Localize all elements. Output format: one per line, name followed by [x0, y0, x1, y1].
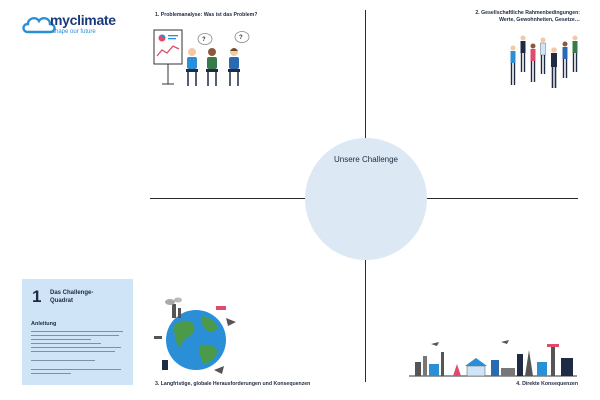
panel-text-line: [31, 360, 95, 362]
panel-text-line: [31, 373, 71, 375]
myclimate-logo: [20, 10, 140, 40]
logo-tagline: shape our future: [52, 29, 96, 35]
city-skyline-icon: [409, 340, 577, 377]
panel-text-line: [31, 331, 123, 333]
panel-text-line: [31, 351, 115, 353]
panel-title-line2: Quadrat: [50, 298, 74, 305]
panel-text-line: [31, 343, 101, 345]
panel-text-line: [31, 369, 121, 371]
panel-text-line: [31, 335, 119, 337]
globe-icon: [154, 297, 236, 374]
panel-subtitle: Anleitung: [31, 321, 57, 327]
quadrant-2-title: 2. Gesellschaftliche Rahmenbedingungen: …: [430, 10, 580, 24]
panel-text-line: [31, 339, 91, 341]
center-label: Unsere Challenge: [333, 155, 399, 164]
panel-title-line1: Das Challenge-: [50, 290, 94, 296]
logo-brand: myclimate: [50, 12, 116, 28]
question-mark-icon: ?: [239, 35, 243, 41]
quadrant-2-title-line2: Werte, Gewohnheiten, Gesetze…: [499, 17, 580, 24]
instructions-panel: 1 Das Challenge- Quadrat Anleitung: [22, 279, 133, 385]
quadrant-4-title: 4. Direkte Konsequenzen: [516, 381, 578, 387]
question-mark-icon: ?: [202, 37, 206, 43]
quadrant-1-title: 1. Problemanalyse: Was ist das Problem?: [155, 12, 258, 18]
panel-text-line: [31, 347, 121, 349]
quadrant-2-title-line1: 2. Gesellschaftliche Rahmenbedingungen:: [475, 10, 580, 16]
meeting-people-icon: [153, 29, 250, 86]
quadrant-3-title: 3. Langfristige, globale Herausforderung…: [155, 381, 311, 387]
panel-title: Das Challenge- Quadrat: [50, 289, 128, 305]
panel-number: 1: [32, 287, 42, 306]
crowd-icon: [510, 35, 578, 88]
cloud-icon: [22, 16, 56, 34]
center-circle[interactable]: [305, 138, 427, 260]
